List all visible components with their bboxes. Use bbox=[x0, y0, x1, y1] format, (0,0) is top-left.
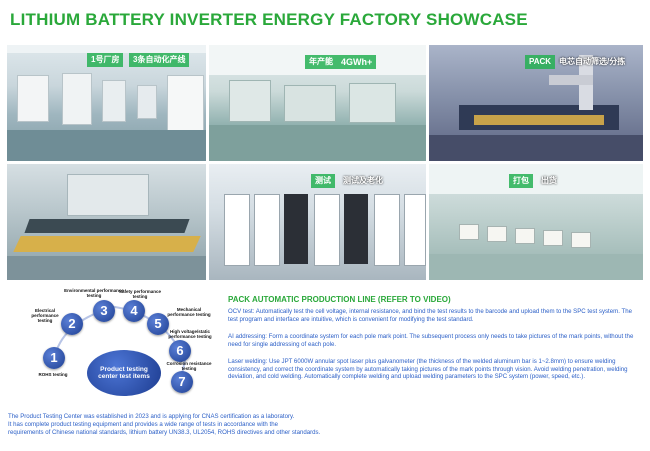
test-item-4-number: 4 bbox=[123, 300, 145, 322]
test-item-5-label: Mechanical performance testing bbox=[167, 307, 211, 317]
factory-line-photo: 1号厂房 3条自动化产线 bbox=[7, 45, 206, 161]
cell-sorting-photo: PACK 电芯自动筛选/分拣 bbox=[429, 45, 643, 161]
test-item-7-label: Corrosion resistance testing bbox=[166, 361, 212, 371]
footer-line-1: The Product Testing Center was establish… bbox=[8, 413, 295, 420]
packing-shipping-photo: 打包 出货 bbox=[429, 164, 643, 280]
ai-addressing-paragraph: AI addressing: Form a coordinate system … bbox=[228, 333, 634, 348]
assembly-hall-photo: 年产能 4GWh+ bbox=[209, 45, 426, 161]
ocv-test-paragraph: OCV test: Automatically test the cell vo… bbox=[228, 308, 632, 323]
page-title: LITHIUM BATTERY INVERTER ENERGY FACTORY … bbox=[10, 10, 528, 29]
pack-line-heading: PACK AUTOMATIC PRODUCTION LINE (REFER TO… bbox=[228, 295, 451, 304]
photo1-tag-plant: 1号厂房 bbox=[87, 53, 124, 67]
photo6-tag-packing: 打包 bbox=[509, 174, 533, 188]
photo3-tag-sorting: 电芯自动筛选/分拣 bbox=[559, 57, 626, 66]
laser-welding-paragraph: Laser welding: Use JPT 6000W annular spo… bbox=[228, 358, 628, 381]
photo2-tag-capacity: 年产能 bbox=[305, 55, 337, 69]
test-items-center: Product testing center test items bbox=[87, 350, 161, 396]
conveyor-line-photo bbox=[7, 164, 206, 280]
test-item-2-label: Electrical performance testing bbox=[31, 308, 59, 323]
test-item-1-label: ROHS testing bbox=[38, 372, 68, 377]
photo3-tag-pack: PACK bbox=[525, 55, 556, 69]
test-item-3-number: 3 bbox=[93, 300, 115, 322]
photo1-tag-lines: 3条自动化产线 bbox=[129, 53, 190, 67]
test-item-4-label: Safety performance testing bbox=[118, 289, 162, 299]
aging-test-photo: 测试 测试及老化 bbox=[209, 164, 426, 280]
photo6-tag-shipping: 出货 bbox=[541, 176, 557, 185]
testing-center-diagram: Product testing center test items 1 ROHS… bbox=[5, 285, 215, 410]
photo5-tag-test: 测试 bbox=[311, 174, 335, 188]
test-item-1-number: 1 bbox=[43, 347, 65, 369]
photo5-tag-aging: 测试及老化 bbox=[343, 176, 383, 185]
test-item-6-label: High voltage/static performance testing bbox=[168, 329, 212, 339]
test-item-7-number: 7 bbox=[171, 371, 193, 393]
photo2-tag-gwh: 4GWh+ bbox=[337, 55, 377, 69]
test-item-5-number: 5 bbox=[147, 313, 169, 335]
test-item-2-number: 2 bbox=[61, 313, 83, 335]
test-item-6-number: 6 bbox=[169, 340, 191, 362]
footer-line-3: requirements of Chinese national standar… bbox=[8, 429, 321, 437]
test-item-3-label: Environmental performance testing bbox=[64, 288, 124, 298]
footer-line-2: It has complete product testing equipmen… bbox=[8, 421, 278, 429]
testing-center-footer: The Product Testing Center was establish… bbox=[8, 413, 448, 437]
